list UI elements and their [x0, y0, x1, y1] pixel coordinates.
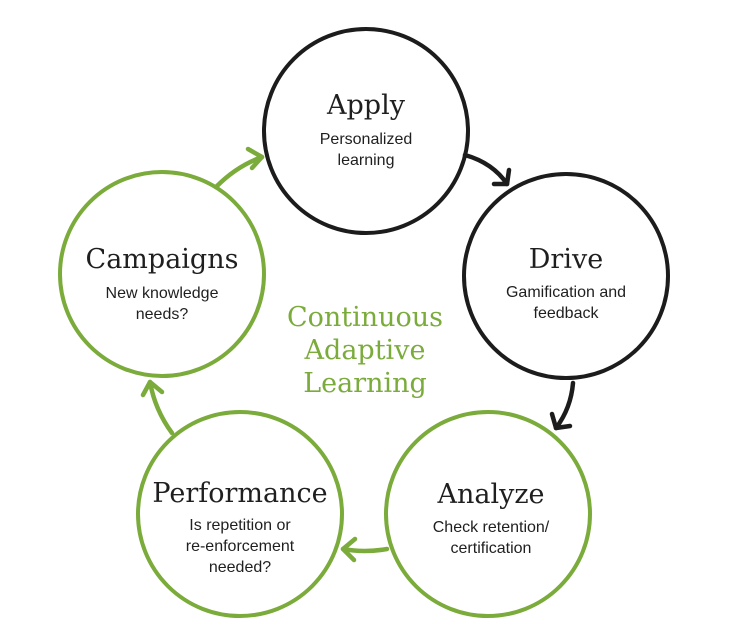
apply-line-1: Personalized: [320, 131, 413, 148]
arrow-performance-to-campaigns: [140, 379, 175, 436]
apply-title: Apply: [326, 90, 406, 121]
campaigns-line-2: needs?: [136, 306, 189, 323]
campaigns-circle: [58, 170, 266, 378]
arrow-analyze-to-performance: [340, 536, 390, 563]
center-label-line-3: Learning: [303, 368, 427, 399]
analyze-line-2: certification: [451, 540, 532, 557]
analyze-title: Analyze: [436, 479, 544, 510]
apply-circle: [262, 27, 470, 235]
campaigns-title: Campaigns: [86, 244, 239, 275]
arrow-apply-to-drive: [462, 152, 512, 187]
performance-line-1: Is repetition or: [189, 517, 291, 534]
apply-line-2: learning: [338, 152, 395, 169]
performance-line-3: needed?: [209, 559, 271, 576]
drive-circle: [462, 172, 670, 380]
center-label-line-1: Continuous: [287, 302, 443, 333]
arrow-drive-to-analyze: [549, 380, 576, 431]
campaigns-line-1: New knowledge: [106, 285, 219, 302]
arrow-campaigns-to-apply: [214, 146, 265, 189]
analyze-line-1: Check retention/: [433, 519, 550, 536]
center-label-line-2: Adaptive: [304, 335, 426, 366]
performance-circle: [136, 410, 344, 618]
drive-line-1: Gamification and: [506, 284, 626, 301]
performance-title: Performance: [152, 478, 327, 509]
analyze-circle: [384, 410, 592, 618]
drive-title: Drive: [529, 244, 603, 275]
performance-line-2: re-enforcement: [186, 538, 295, 555]
drive-line-2: feedback: [534, 305, 600, 322]
